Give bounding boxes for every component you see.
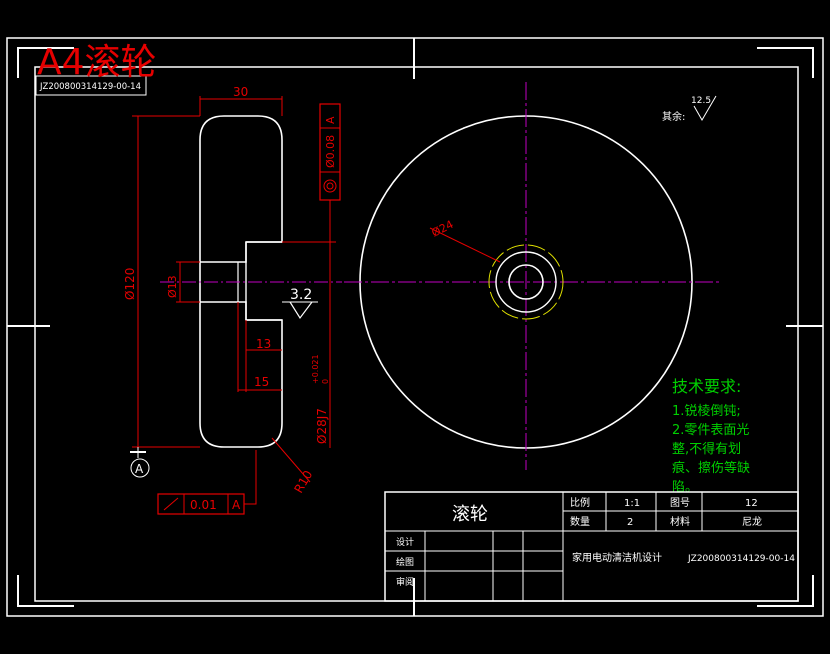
corner-mark-tr [757,47,814,78]
concentricity-icon [323,179,337,193]
outer-frame [6,37,824,617]
datum-a-circle [130,458,150,478]
wheel-section-top [199,115,283,263]
tech-title: 技术要求: [672,377,741,396]
concentricity-datum: A [324,116,337,124]
dim-bore: Ø28J7 [315,408,329,444]
wheel-section-bottom [199,301,283,448]
title-drawing-no-value: 12 [745,498,758,509]
top-code: JZ200800314129-00-14 [39,82,141,92]
title-scale-label: 比例 [570,496,590,509]
title-design-label: 设计 [396,536,414,548]
dim-dia-24: Ø24 [429,218,455,240]
corner-mark-br [757,575,814,607]
dia-24-circle [488,244,564,320]
datum-a: A [135,462,144,476]
corner-mark-tl [17,47,74,78]
runout-icon [163,497,179,511]
dim-dia-13: Ø13 [166,275,179,298]
dim-bore-tol-upper: +0.021 [311,354,320,384]
title-code: JZ200800314129-00-14 [687,554,795,564]
title-review-label: 审阅 [396,576,414,588]
title-part-name: 滚轮 [452,504,488,525]
runout-value: 0.01 [190,498,217,512]
title-project: 家用电动清洁机设计 [572,551,662,564]
roughness-rest-label: 其余: [662,110,685,123]
dim-radius: R10 [291,468,315,495]
title-drawing-no-label: 图号 [670,497,690,509]
runout-datum: A [232,498,241,512]
radius-leader [271,437,311,483]
tech-line-2: 2.零件表面光 [672,423,749,438]
corner-mark-bl [17,575,74,607]
title-block [384,491,799,602]
roughness-bore: 3.2 [290,287,312,303]
dim-13: 13 [256,337,271,351]
dim-30: 30 [233,85,248,99]
sheet-size-label: A4滚轮 [37,42,157,83]
title-qty-value: 2 [627,517,633,528]
roughness-symbol-bore [289,301,313,320]
top-code-box [35,75,147,96]
dim-bore-tol-lower: 0 [321,379,330,384]
dim-15: 15 [254,375,269,389]
tech-line-4: 痕、擦伤等缺 [672,460,750,476]
counterbore-circle [495,251,557,313]
title-material-label: 材料 [670,515,690,528]
dim-dia-120: Ø120 [123,268,137,300]
concentricity-value: Ø0.08 [324,135,337,168]
roughness-rest-value: 12.5 [691,96,711,106]
bore-circle [508,264,544,300]
tech-line-1: 1.锐棱倒钝; [672,403,741,419]
title-draw-label: 绘图 [396,556,414,568]
title-qty-label: 数量 [570,515,590,528]
title-scale-value: 1:1 [624,498,640,509]
tech-line-3: 整,不得有划 [672,441,741,457]
dia-24-leader [429,227,501,263]
roughness-rest-symbol [693,95,717,121]
title-material-value: 尼龙 [742,515,762,528]
